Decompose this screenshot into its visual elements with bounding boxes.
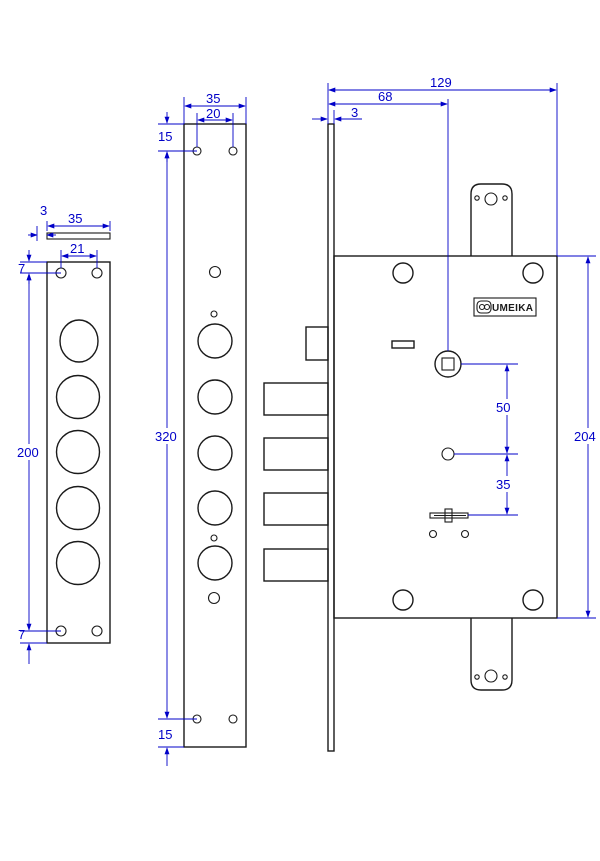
key-icon <box>429 508 469 523</box>
top-connector-hole <box>484 192 498 206</box>
cylinder-hole <box>441 447 455 461</box>
key-guide-hole-left <box>428 529 438 539</box>
umeika-logo: UMEIKA <box>473 297 537 317</box>
long-plate-pin-hole-2 <box>210 534 218 542</box>
long-strike-plate <box>183 123 247 748</box>
dim-spindle-to-cylinder: 50 <box>496 400 510 415</box>
lock-bolt-1 <box>263 382 329 416</box>
logo-emblem-icon <box>476 300 492 314</box>
lock-bolt-2 <box>263 437 329 471</box>
dim-small-bottom-offset: 7 <box>18 627 25 642</box>
small-plate-bolt-hole-1 <box>59 319 99 363</box>
lock-latch <box>305 326 329 361</box>
small-plate-bolt-hole-2 <box>55 374 101 420</box>
lock-bottom-rod-connector <box>470 618 513 691</box>
lock-faceplate <box>327 123 335 752</box>
small-plate-dimensions: 3 35 21 7 200 7 <box>16 203 111 664</box>
long-plate-small-hole-1 <box>208 265 222 279</box>
dim-long-width: 35 <box>206 91 220 106</box>
case-mount-hole-top-left <box>392 262 414 284</box>
dim-long-bottom-offset: 15 <box>158 727 172 742</box>
case-mount-hole-top-right <box>522 262 544 284</box>
lock-body: UMEIKA <box>263 123 558 752</box>
case-slot <box>391 340 415 349</box>
dim-small-width: 35 <box>68 211 82 226</box>
long-plate-bolt-hole-4 <box>197 490 233 526</box>
dim-long-hole-spacing: 20 <box>206 106 220 121</box>
logo-text: UMEIKA <box>492 303 533 314</box>
small-plate-bolt-hole-3 <box>55 429 101 475</box>
dim-long-top-offset: 15 <box>158 129 172 144</box>
dim-small-hole-spacing: 21 <box>70 241 84 256</box>
lock-top-rod-connector <box>470 183 513 256</box>
dim-overall-depth: 129 <box>430 75 452 90</box>
small-plate-body <box>46 261 111 644</box>
lock-bolt-4 <box>263 548 329 582</box>
dim-case-height: 204 <box>574 429 596 444</box>
dim-long-height: 320 <box>155 429 177 444</box>
small-plate-screw-hole-bottom-right <box>91 625 103 637</box>
small-plate-screw-hole-top-right <box>91 267 103 279</box>
dim-cylinder-to-key: 35 <box>496 477 510 492</box>
dim-small-height: 200 <box>17 445 39 460</box>
small-plate-bolt-hole-5 <box>55 540 101 586</box>
long-plate-body <box>183 123 247 748</box>
long-plate-bolt-hole-2 <box>197 379 233 415</box>
dim-backset: 68 <box>378 89 392 104</box>
long-plate-pin-hole-1 <box>210 310 218 318</box>
spindle-hole <box>434 350 462 378</box>
long-plate-screw-hole-bottom-right <box>228 714 238 724</box>
spindle-square <box>441 357 455 371</box>
long-plate-screw-hole-top-right <box>228 146 238 156</box>
small-plate-bolt-hole-4 <box>55 485 101 531</box>
long-plate-bolt-hole-3 <box>197 435 233 471</box>
bottom-connector-hole <box>484 669 498 683</box>
small-plate-side-view <box>46 232 111 240</box>
long-plate-small-hole-2 <box>207 591 221 605</box>
lock-body-dimensions: 129 68 3 50 35 204 <box>312 75 600 619</box>
lock-bolt-3 <box>263 492 329 526</box>
dim-faceplate-thickness: 3 <box>351 105 358 120</box>
case-mount-hole-bottom-right <box>522 589 544 611</box>
long-plate-bolt-hole-5 <box>197 545 233 581</box>
dim-small-thickness: 3 <box>40 203 47 218</box>
long-plate-bolt-hole-1 <box>197 323 233 359</box>
long-plate-dimensions: 35 20 15 320 15 <box>154 91 247 766</box>
dim-small-top-offset: 7 <box>18 261 25 276</box>
small-strike-plate <box>46 232 111 644</box>
case-mount-hole-bottom-left <box>392 589 414 611</box>
key-guide-hole-right <box>460 529 470 539</box>
lock-case <box>333 255 558 619</box>
